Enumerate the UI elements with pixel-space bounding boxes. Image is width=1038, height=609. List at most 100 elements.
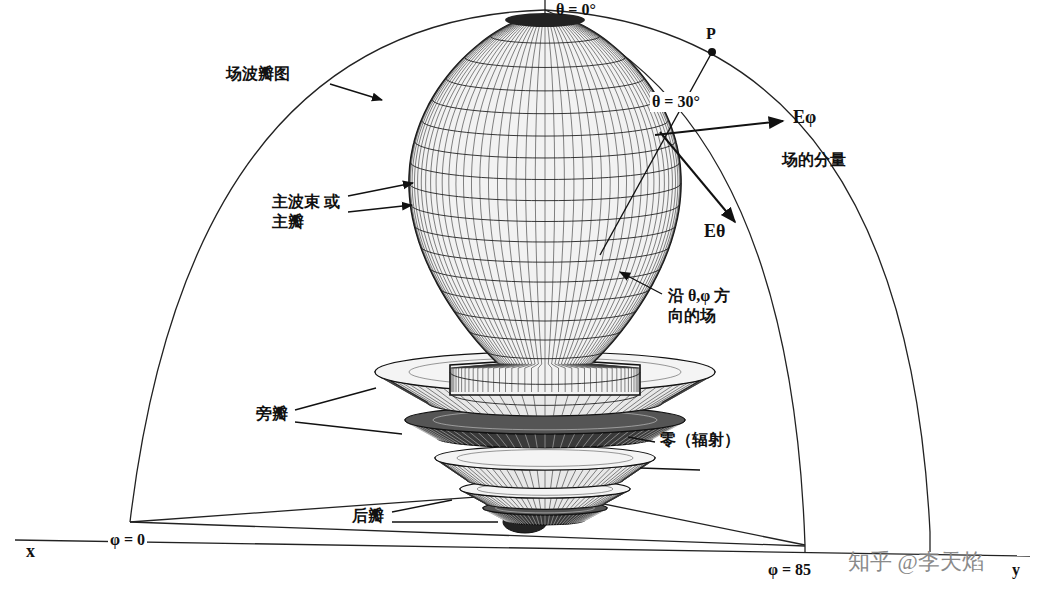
lobe-hatch	[610, 431, 629, 446]
lobe-hatch	[527, 498, 532, 509]
lobe-meridian	[498, 16, 541, 392]
lobe-hatch	[577, 469, 590, 488]
lobe-meridian	[558, 16, 680, 392]
lobe-hatch	[487, 433, 500, 447]
frame-line	[804, 545, 805, 552]
leader-line	[295, 388, 376, 410]
lobe-hatch	[549, 498, 551, 509]
lobe-hatch	[566, 497, 575, 508]
lobe-hatch	[528, 515, 534, 525]
lobe-hatch	[514, 470, 523, 489]
lobe-rim-inner	[457, 450, 633, 467]
lobe-hatch	[507, 469, 518, 488]
lobe-latitude	[440, 288, 651, 302]
lobe-hatch	[499, 469, 512, 488]
lobe-hatch	[604, 466, 628, 486]
point-p	[708, 48, 716, 56]
lobe-meridian	[547, 16, 565, 392]
lobe-hatch	[548, 515, 550, 525]
lobe-hatch	[473, 467, 494, 486]
phi0-line	[130, 492, 545, 522]
lobe-hatch	[590, 433, 603, 447]
lobe-meridian	[554, 16, 634, 392]
lobe-hatch	[539, 498, 541, 509]
lobe-hatch	[541, 515, 543, 525]
e-phi-arrow	[655, 121, 783, 135]
lobe-hatch	[551, 470, 553, 488]
lobe-hatch	[558, 498, 563, 509]
lobe-latitude	[486, 351, 605, 359]
lobe-latitude	[465, 57, 626, 67]
lobe-meridian	[548, 16, 574, 392]
lobe-hatch	[575, 433, 584, 447]
lobe-hatch	[535, 434, 537, 448]
label-text: x	[26, 540, 35, 563]
leader-line	[640, 468, 700, 470]
lobe-hatch	[508, 514, 521, 524]
lobe-hatch	[553, 434, 555, 448]
lobe-hatch	[551, 515, 554, 525]
pattern-lobes	[375, 13, 715, 533]
lobe-hatch	[533, 498, 537, 509]
lobe-latitude	[414, 141, 675, 158]
lobe-hatch	[532, 515, 537, 525]
label-text: Eφ	[793, 106, 816, 129]
label-text: 旁瓣	[256, 404, 288, 424]
lobe-hatch	[506, 433, 515, 447]
lobe-hatch	[489, 496, 505, 508]
lobe-hatch	[529, 470, 534, 488]
lobe-hatch	[496, 433, 507, 447]
lobe-outline	[409, 14, 681, 395]
lobe-hatch	[567, 470, 576, 489]
leader-line	[295, 422, 402, 434]
lobe-hatch	[511, 514, 523, 524]
leader-line	[348, 205, 412, 212]
lobe-hatch	[469, 432, 486, 446]
lobe-latitude	[450, 393, 640, 405]
lobe-hatch	[521, 498, 528, 509]
lobe-latitude	[410, 162, 679, 180]
leader-line	[628, 437, 655, 442]
lobe-hatch	[478, 432, 493, 446]
label-text: θ = 30°	[650, 92, 702, 112]
label-text: 主波束 或主瓣	[272, 192, 344, 232]
lobe-meridian	[550, 16, 593, 392]
lobe-hatch	[523, 515, 531, 525]
lobe-meridian	[410, 16, 531, 392]
lobe-latitude	[453, 309, 638, 321]
lobe-hatch	[583, 433, 594, 447]
lobe-rim	[435, 446, 655, 470]
base-line	[130, 522, 805, 546]
lobe-hatch	[494, 496, 509, 508]
lobe-meridian	[535, 16, 544, 392]
lobe-hatch	[556, 515, 562, 525]
e-theta-arrow	[660, 132, 735, 222]
label-text: 场波瓣图	[226, 64, 290, 84]
lobe-hatch	[510, 497, 520, 509]
lobe-latitude	[468, 330, 622, 340]
label-text: Eθ	[704, 220, 725, 243]
lobe-hatch	[562, 470, 569, 488]
label-text: φ = 0	[108, 530, 147, 550]
lobe-meridian	[545, 16, 546, 392]
lobe-hatch	[597, 432, 612, 446]
lobe-hatch	[492, 469, 507, 488]
lobe-hatch	[446, 430, 469, 445]
lobe-hatch	[600, 466, 623, 485]
lobe-hatch	[525, 434, 530, 448]
side-lobe	[435, 446, 655, 488]
leader-line	[348, 183, 413, 196]
lobe-hatch	[515, 434, 522, 448]
lobe-latitude	[420, 246, 669, 262]
leaders	[295, 54, 783, 522]
lobe-hatch	[554, 498, 558, 509]
lobe-meridian	[558, 16, 678, 392]
coordinate-frame	[15, 0, 1030, 556]
lobe-hatch	[453, 431, 474, 446]
label-text: 场的分量	[782, 150, 846, 170]
lobe-latitude	[490, 36, 600, 43]
lobe-hatch	[545, 498, 546, 509]
lobe-meridian	[551, 16, 602, 392]
lobe-hatch	[562, 498, 569, 509]
